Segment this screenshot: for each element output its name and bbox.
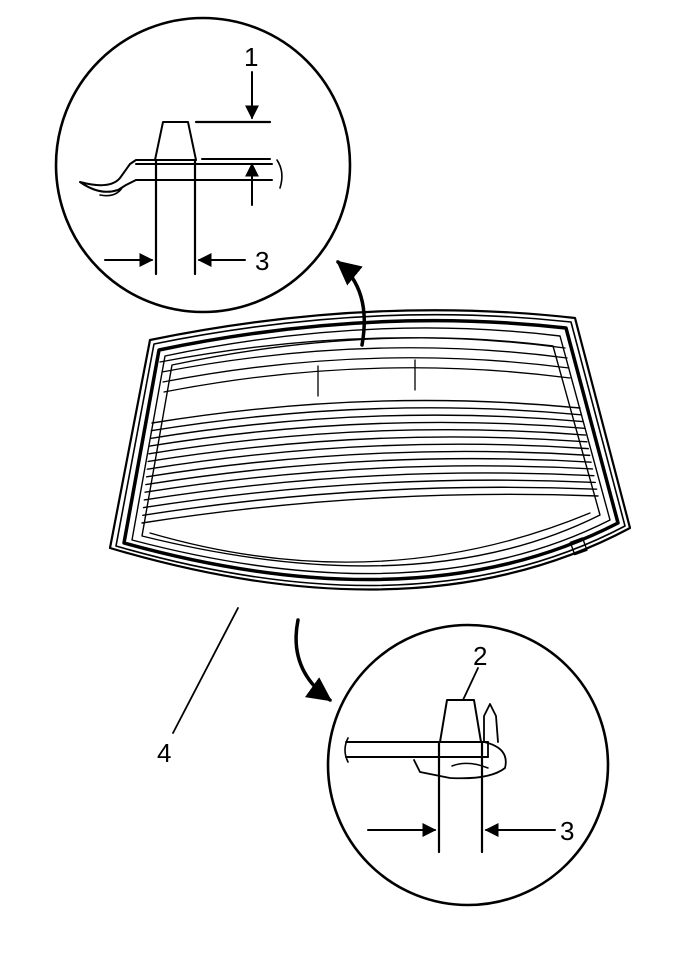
- rear-window-glass: [108, 309, 632, 591]
- grid-line: [151, 399, 581, 424]
- spacer-block-top: [154, 121, 197, 161]
- leader-arrow-top: [336, 260, 366, 347]
- leader-arrow-bottom: [294, 618, 332, 702]
- grid-line: [143, 472, 595, 501]
- grid-line: [148, 421, 585, 447]
- grid-line: [145, 450, 591, 478]
- grid-line: [142, 486, 598, 517]
- body-panel-bottom: [413, 741, 507, 780]
- spacer-block-bottom: [439, 699, 482, 743]
- callout-3-top: 3: [255, 246, 269, 276]
- grid-line: [142, 479, 596, 509]
- grid-line: [149, 414, 584, 440]
- clip-profile: [483, 703, 499, 743]
- upper-grid-band: [159, 337, 571, 397]
- leader-line-4: [172, 607, 239, 734]
- grid-line: [148, 428, 587, 455]
- grid-line: [144, 465, 594, 493]
- detail-view-top: 1 3: [54, 16, 352, 314]
- defogger-grid-lines: [141, 399, 599, 524]
- grid-line: [150, 407, 583, 432]
- grid-line: [147, 436, 588, 463]
- body-flange-top: [79, 159, 156, 193]
- grid-line: [141, 493, 599, 524]
- callout-1: 1: [244, 42, 258, 72]
- callout-3-bottom: 3: [560, 816, 574, 846]
- grid-line: [145, 457, 592, 486]
- callout-4: 4: [157, 738, 171, 768]
- grid-line: [146, 443, 590, 470]
- glass-marker: [569, 537, 588, 556]
- callout-2: 2: [473, 641, 487, 671]
- detail-view-bottom: 2 3: [326, 623, 610, 907]
